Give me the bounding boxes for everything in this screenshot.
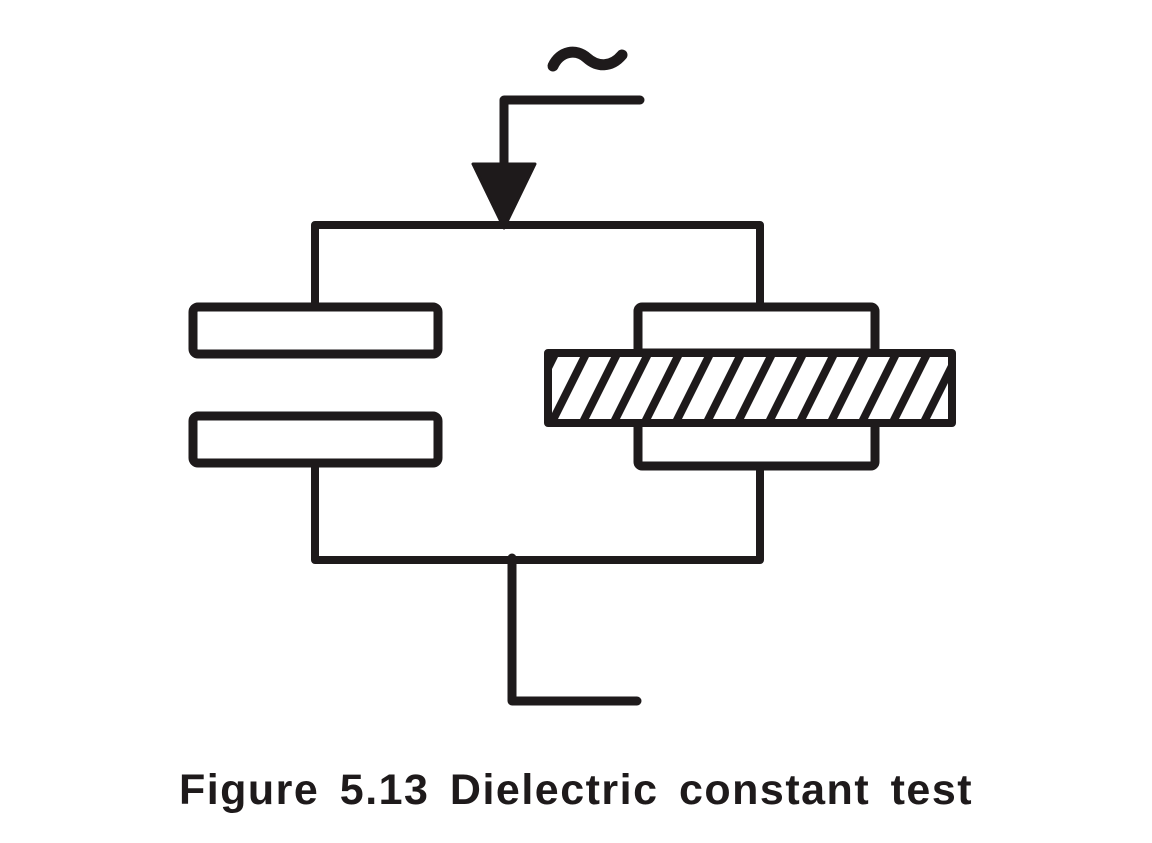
output-terminal-wire	[507, 553, 642, 706]
hatch-pattern	[552, 357, 948, 419]
left-capacitor-top-plate	[188, 302, 443, 359]
bottom-bus-wire	[311, 436, 764, 564]
ac-feed-wire	[499, 95, 645, 177]
dielectric-sample-outline	[544, 349, 956, 427]
down-arrow-icon	[471, 162, 537, 230]
figure-caption: Figure 5.13 Dielectric constant test	[178, 766, 974, 814]
right-capacitor-top-plate	[633, 302, 880, 358]
left-capacitor-bottom-plate	[188, 411, 443, 468]
top-bus-wire	[311, 221, 764, 336]
ac-source-tilde-icon	[547, 46, 628, 72]
dielectric-sample	[544, 349, 956, 427]
